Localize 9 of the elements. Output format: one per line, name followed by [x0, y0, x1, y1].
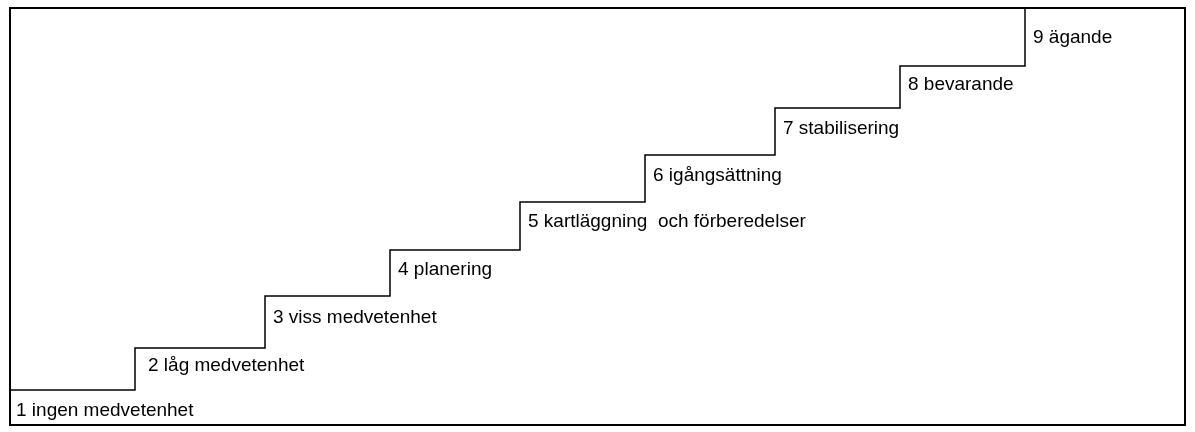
- step-label: 9 ägande: [1033, 26, 1113, 48]
- step-label: 3 viss medvetenhet: [273, 306, 437, 328]
- step-label: 8 bevarande: [908, 73, 1014, 95]
- step-label: 1 ingen medvetenhet: [16, 399, 194, 421]
- step-label: 4 planering: [398, 258, 493, 280]
- step-label: 6 igångsättning: [653, 164, 782, 186]
- step-label: 2 låg medvetenhet: [148, 354, 305, 376]
- step-label: 5 kartläggning och förberedelser: [528, 210, 806, 232]
- step-label: 7 stabilisering: [783, 117, 900, 139]
